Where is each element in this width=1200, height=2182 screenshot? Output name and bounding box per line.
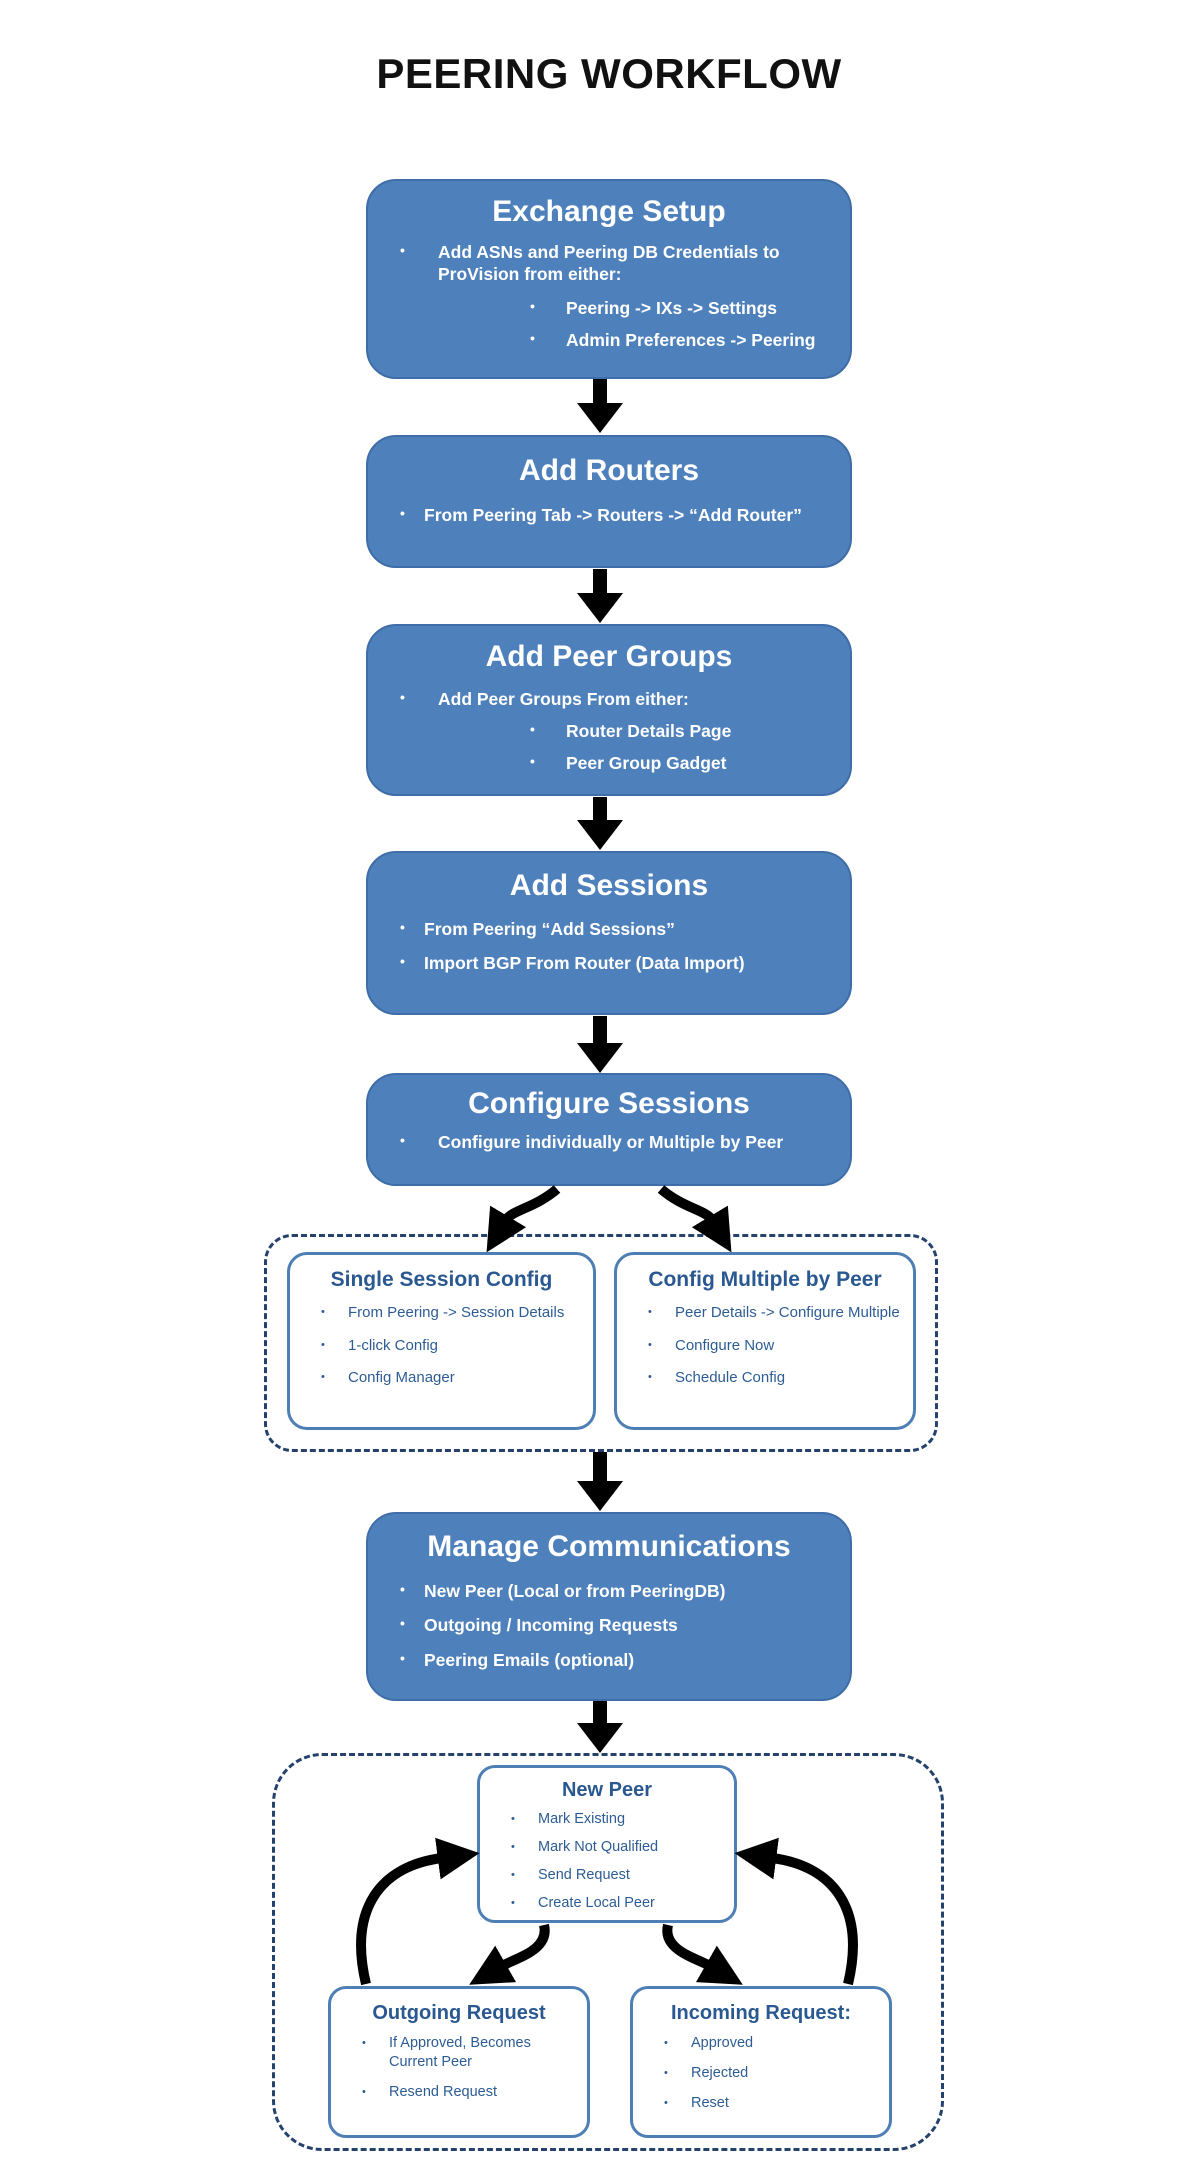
bullet-item: Add ASNs and Peering DB Credentials to P… xyxy=(368,241,850,286)
bullet-item: Config Manager xyxy=(290,1368,593,1388)
page-title: PEERING WORKFLOW xyxy=(376,50,842,97)
down-arrow-icon xyxy=(577,569,623,623)
box-title: Add Peer Groups xyxy=(485,640,733,673)
flow-box-manage-communications: Manage Communications New Peer (Local or… xyxy=(366,1512,852,1701)
down-arrow-icon xyxy=(577,1701,623,1753)
flow-box-add-routers: Add Routers From Peering Tab -> Routers … xyxy=(366,435,852,568)
bullet-item: If Approved, Becomes Current Peer xyxy=(331,2034,587,2072)
box-title: Add Sessions xyxy=(509,869,709,902)
sub-box-incoming-request: Incoming Request: Approved Rejected Rese… xyxy=(630,1986,892,2138)
bullet-item: 1-click Config xyxy=(290,1336,593,1356)
flow-box-exchange-setup: Exchange Setup Add ASNs and Peering DB C… xyxy=(366,179,852,379)
box-title: Configure Sessions xyxy=(468,1087,750,1120)
bullet-sub-item: Router Details Page xyxy=(368,720,850,742)
down-arrow-icon xyxy=(577,1016,623,1073)
box-title: Add Routers xyxy=(519,454,699,487)
bullet-item: Peering Emails (optional) xyxy=(368,1649,850,1671)
bullet-item: Outgoing / Incoming Requests xyxy=(368,1614,850,1636)
communications-group xyxy=(272,1753,944,2151)
bullet-item: From Peering “Add Sessions” xyxy=(368,918,850,940)
bullet-item: Configure individually or Multiple by Pe… xyxy=(368,1131,850,1153)
bullet-item: Add Peer Groups From either: xyxy=(368,688,850,710)
box-title: Config Multiple by Peer xyxy=(648,1268,882,1291)
split-arrow-left xyxy=(486,1185,561,1253)
box-title: Exchange Setup xyxy=(492,195,726,228)
bullet-item: From Peering Tab -> Routers -> “Add Rout… xyxy=(368,504,850,526)
box-title: Outgoing Request xyxy=(372,2002,546,2024)
bullet-item: Create Local Peer xyxy=(480,1894,734,1913)
down-arrow-icon xyxy=(577,379,623,433)
sub-box-config-multiple-by-peer: Config Multiple by Peer Peer Details -> … xyxy=(614,1252,916,1430)
bullet-sub-item: Peer Group Gadget xyxy=(368,752,850,774)
bullet-item: Resend Request xyxy=(331,2083,587,2102)
bullet-item: Rejected xyxy=(633,2064,889,2083)
box-title: Manage Communications xyxy=(427,1530,791,1563)
flow-box-add-sessions: Add Sessions From Peering “Add Sessions”… xyxy=(366,851,852,1015)
bullet-sub-item: Admin Preferences -> Peering xyxy=(368,329,850,351)
bullet-item: Peer Details -> Configure Multiple xyxy=(617,1303,913,1323)
config-options-group xyxy=(264,1234,938,1452)
bullet-item: Reset xyxy=(633,2094,889,2113)
box-title: Incoming Request: xyxy=(670,2002,851,2024)
flow-box-add-peer-groups: Add Peer Groups Add Peer Groups From eit… xyxy=(366,624,852,796)
bullet-item: Import BGP From Router (Data Import) xyxy=(368,952,850,974)
bullet-item: From Peering -> Session Details xyxy=(290,1303,593,1323)
bullet-item: Mark Not Qualified xyxy=(480,1838,734,1857)
bullet-item: Mark Existing xyxy=(480,1810,734,1829)
box-title: New Peer xyxy=(561,1779,653,1801)
box-title: Single Session Config xyxy=(330,1268,553,1291)
bullet-item: Approved xyxy=(633,2034,889,2053)
flow-box-configure-sessions: Configure Sessions Configure individuall… xyxy=(366,1073,852,1186)
bullet-sub-item: Peering -> IXs -> Settings xyxy=(368,297,850,319)
sub-box-single-session-config: Single Session Config From Peering -> Se… xyxy=(287,1252,596,1430)
bullet-item: Configure Now xyxy=(617,1336,913,1356)
bullet-item: Send Request xyxy=(480,1866,734,1885)
down-arrow-icon xyxy=(577,797,623,850)
sub-box-new-peer: New Peer Mark Existing Mark Not Qualifie… xyxy=(477,1765,737,1923)
bullet-item: Schedule Config xyxy=(617,1368,913,1388)
bullet-item: New Peer (Local or from PeeringDB) xyxy=(368,1580,850,1602)
down-arrow-icon xyxy=(577,1452,623,1511)
sub-box-outgoing-request: Outgoing Request If Approved, Becomes Cu… xyxy=(328,1986,590,2138)
split-arrow-right xyxy=(657,1185,732,1253)
